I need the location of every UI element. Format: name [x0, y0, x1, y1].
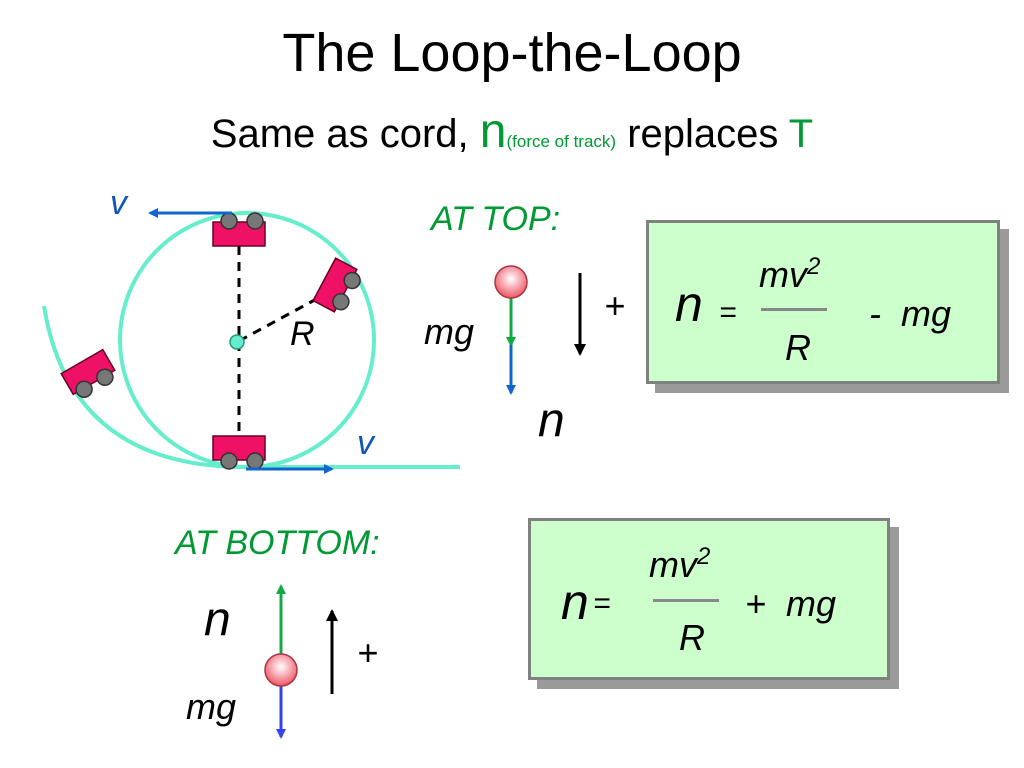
formula-top-numerator: mv2: [759, 253, 821, 295]
velocity-label-bottom: v: [357, 424, 374, 462]
n-label-top: n: [538, 394, 565, 447]
radius-label: R: [290, 315, 315, 353]
subtitle: Same as cord, n(force of track) replaces…: [0, 104, 1024, 159]
subtitle-prefix: Same as cord,: [210, 112, 480, 156]
formula-bottom-rest: + mg: [745, 583, 837, 624]
mg-label-top: mg: [424, 311, 475, 352]
ball-top: [494, 265, 528, 299]
formula-top-lhs: n: [675, 276, 703, 332]
formula-bottom-exponent: 2: [697, 543, 711, 570]
subtitle-n: n: [479, 105, 507, 158]
formula-top-rest: - mg: [869, 293, 952, 334]
heading-at-top: AT TOP:: [431, 200, 561, 238]
center-point: [229, 334, 245, 350]
formula-bottom-fraction-bar: [653, 599, 719, 602]
cart-ramp: [60, 348, 116, 399]
sign-label-bottom: +: [357, 632, 379, 673]
formula-box-top: n = mv2 R - mg: [646, 220, 1000, 384]
formula-top-exponent: 2: [807, 253, 821, 280]
loop-track: [118, 211, 376, 469]
sign-label-top: +: [604, 285, 626, 326]
formula-top-eq: =: [719, 296, 737, 329]
formula-bottom-numerator: mv2: [649, 543, 711, 585]
formula-box-bottom: n = mv2 R + mg: [528, 518, 890, 680]
formula-top-fraction-bar: [761, 308, 827, 311]
velocity-label-top: v: [110, 184, 127, 222]
formula-bottom-denominator: R: [679, 617, 705, 658]
formula-bottom-eq: =: [593, 587, 611, 620]
heading-at-bottom: AT BOTTOM:: [175, 524, 380, 562]
n-label-bottom: n: [204, 593, 231, 646]
cart-bottom: [212, 435, 266, 470]
cart-right: [312, 257, 361, 313]
subtitle-T: T: [788, 112, 814, 156]
ball-bottom: [264, 653, 298, 687]
subtitle-note: (force of track): [506, 132, 617, 151]
subtitle-middle: replaces: [616, 112, 789, 156]
formula-top-denominator: R: [785, 327, 811, 368]
mg-label-bottom: mg: [186, 686, 237, 727]
cart-top: [212, 212, 266, 247]
formula-bottom-lhs: n: [561, 574, 589, 630]
page-title: The Loop-the-Loop: [282, 23, 742, 83]
entry-track: [42, 305, 460, 470]
